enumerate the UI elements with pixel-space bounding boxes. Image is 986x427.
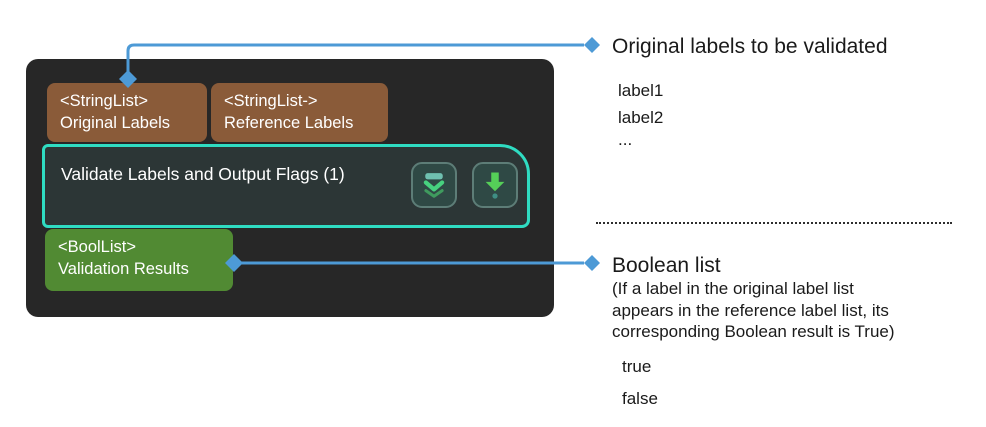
annotation-heading-original-labels: Original labels to be validated — [612, 35, 888, 58]
run-step-button[interactable] — [472, 162, 518, 208]
input-port-reference-labels[interactable]: <StringList-> Reference Labels — [211, 83, 388, 142]
node-graph-panel: <StringList> Original Labels <StringList… — [26, 59, 554, 317]
step-validate-labels[interactable]: Validate Labels and Output Flags (1) — [42, 144, 530, 228]
annotation-note-line: appears in the reference label list, its — [612, 300, 889, 320]
collapse-step-button[interactable] — [411, 162, 457, 208]
download-arrow-icon — [480, 170, 510, 200]
annotation-note: (If a label in the original label list a… — [612, 278, 895, 343]
connector-diamond — [584, 255, 600, 271]
port-name-label: Original Labels — [60, 114, 171, 132]
port-type-label: <StringList> — [60, 92, 149, 110]
annotation-list-item: ... — [618, 130, 633, 149]
annotation-note-line: corresponding Boolean result is True) — [612, 322, 895, 341]
output-port-validation-results[interactable]: <BoolList> Validation Results — [45, 229, 233, 291]
port-type-label: <BoolList> — [58, 238, 136, 256]
port-name-label: Reference Labels — [224, 114, 354, 132]
annotation-list-item: label1 — [618, 81, 664, 100]
annotation-list-item: label2 — [618, 108, 664, 127]
connector-diamond — [584, 37, 600, 53]
step-title: Validate Labels and Output Flags (1) — [61, 164, 345, 184]
input-port-original-labels[interactable]: <StringList> Original Labels — [47, 83, 207, 142]
annotation-heading-boolean-list: Boolean list — [612, 254, 721, 277]
annotation-list-item: true — [622, 357, 652, 376]
dotted-separator — [596, 222, 952, 224]
annotation-note-line: (If a label in the original label list — [612, 279, 854, 298]
annotation-list-item: false — [622, 389, 658, 408]
collapse-chevrons-icon — [419, 170, 449, 200]
port-type-label: <StringList-> — [224, 92, 318, 110]
port-name-label: Validation Results — [58, 260, 189, 278]
